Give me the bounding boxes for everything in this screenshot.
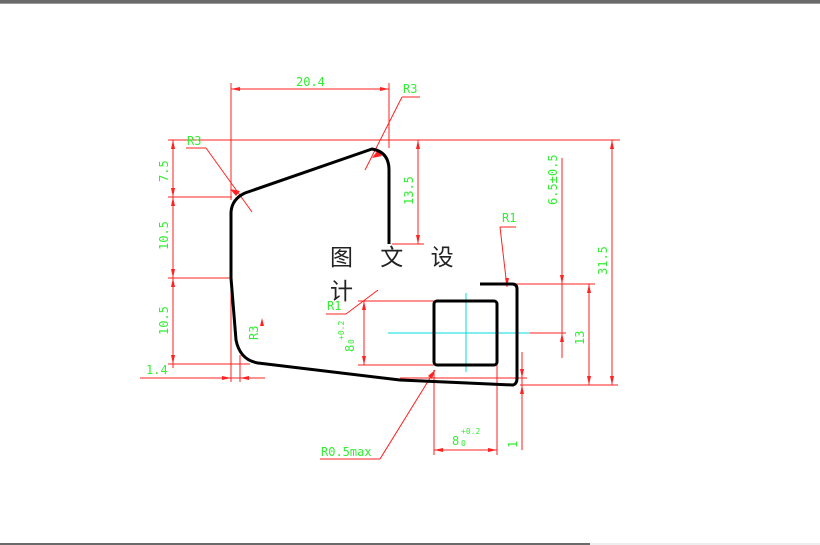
dim-slot-tolerance: 6.5±0.5 — [546, 154, 560, 205]
dim-slot-height: 13 — [573, 331, 587, 345]
dim-left-v3: 10.5 — [157, 306, 171, 335]
dim-radius-bottom-left: R3 — [247, 326, 261, 340]
window-top-border — [0, 0, 820, 4]
dim-square-width-tol: +0.2 — [461, 427, 480, 436]
dim-square-radius: R1 — [327, 299, 341, 313]
dimension-arrows — [171, 87, 614, 452]
dim-square-height-tol-low: 0 — [347, 339, 356, 344]
dim-left-v2: 10.5 — [157, 221, 171, 250]
dim-square-height-tol: +0.2 — [337, 321, 346, 340]
window-bottom-border — [0, 543, 590, 545]
dim-top-width: 20.4 — [296, 75, 325, 89]
dim-left-v1: 7.5 — [157, 160, 171, 182]
dimension-lines — [140, 83, 620, 460]
dim-left-offset: 1.4 — [146, 363, 168, 377]
dim-square-width: 8 — [452, 434, 459, 448]
dimension-labels: 20.4 R3 R3 7.5 10.5 10.5 1.4 R3 13.5 R1 … — [146, 75, 610, 459]
watermark-label: 图 文 设 计 — [330, 245, 480, 305]
part-outline — [229, 147, 519, 387]
dim-square-width-tol-low: 0 — [461, 439, 466, 448]
window-bottom-border-right — [590, 543, 820, 545]
dim-corner-max-radius: R0.5max — [321, 445, 372, 459]
center-lines — [388, 293, 530, 372]
dim-square-height: 8 — [343, 345, 357, 352]
dim-right-small-radius: R1 — [502, 211, 516, 225]
dim-radius-top-left: R3 — [187, 134, 201, 148]
dim-radius-top-right: R3 — [403, 82, 417, 96]
dim-overall-height: 31.5 — [596, 246, 610, 275]
dim-bottom-offset: 1 — [506, 441, 520, 448]
dim-notch-depth: 13.5 — [402, 176, 416, 205]
